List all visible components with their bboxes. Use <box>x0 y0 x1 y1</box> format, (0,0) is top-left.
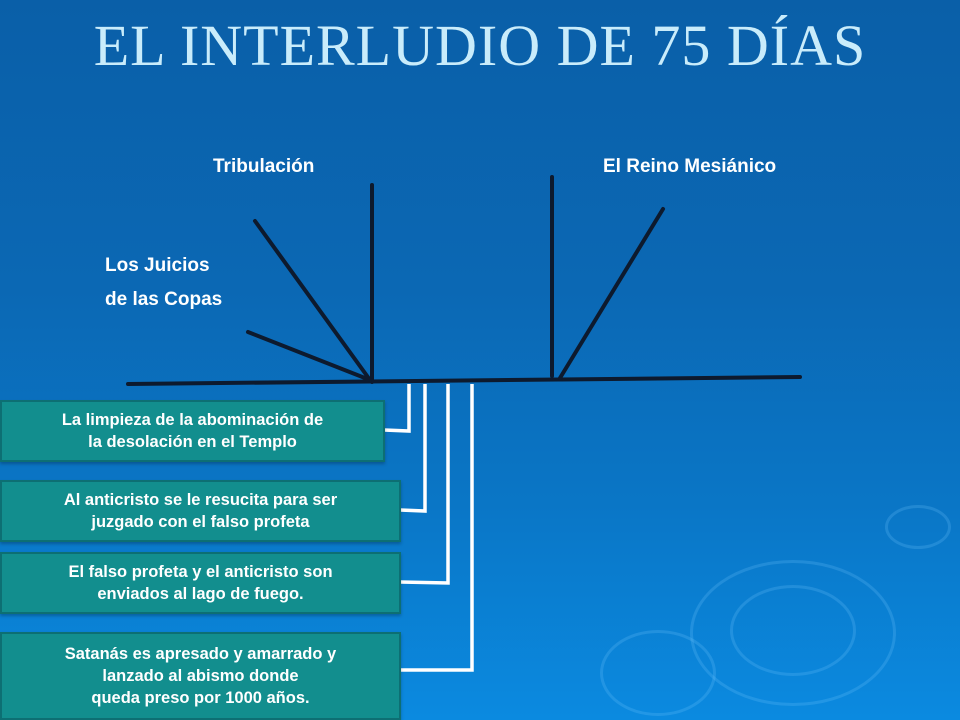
connector-4 <box>400 384 474 672</box>
event-4-line1: Satanás es apresado y amarrado y <box>64 645 337 663</box>
event-2-line1: Al anticristo se le resucita para ser <box>63 491 338 509</box>
label-juicios-copas: Los Juicios de las Copas <box>105 249 222 317</box>
ripple-decoration <box>885 505 951 549</box>
label-juicios-line1: Los Juicios <box>105 255 210 276</box>
label-reino-mesianico: El Reino Mesiánico <box>603 156 777 177</box>
event-1-line2: la desolación en el Templo <box>88 433 297 451</box>
connector-1 <box>383 384 411 433</box>
connector-2 <box>399 384 427 513</box>
label-tribulacion: Tribulación <box>213 156 315 177</box>
connector-3 <box>399 384 450 585</box>
event-4-line3: queda preso por 1000 años. <box>91 689 310 707</box>
ripple-decoration <box>690 560 896 706</box>
timeline-lines <box>126 175 802 386</box>
reino-branch <box>558 207 665 380</box>
label-juicios-line2: de las Copas <box>105 289 223 310</box>
juicios-branch-upper <box>253 219 372 382</box>
event-box-3: El falso profeta y el anticristo son env… <box>0 552 401 614</box>
ripple-decoration <box>730 585 856 676</box>
event-3-line2: enviados al lago de fuego. <box>97 585 304 603</box>
main-timeline <box>126 375 802 386</box>
event-3-line1: El falso profeta y el anticristo son <box>68 563 333 581</box>
event-1-line1: La limpieza de la abominación de <box>61 411 324 429</box>
juicios-branch-lower <box>246 330 372 382</box>
connector-lines <box>383 384 474 672</box>
event-box-1: La limpieza de la abominación de la deso… <box>0 400 385 462</box>
event-box-2: Al anticristo se le resucita para ser ju… <box>0 480 401 542</box>
page-title: EL INTERLUDIO DE 75 DÍAS <box>93 13 867 78</box>
ripple-decoration <box>600 630 716 716</box>
event-4-line2: lanzado al abismo donde <box>102 667 299 685</box>
event-box-4: Satanás es apresado y amarrado y lanzado… <box>0 632 401 720</box>
event-2-line2: juzgado con el falso profeta <box>91 513 310 531</box>
